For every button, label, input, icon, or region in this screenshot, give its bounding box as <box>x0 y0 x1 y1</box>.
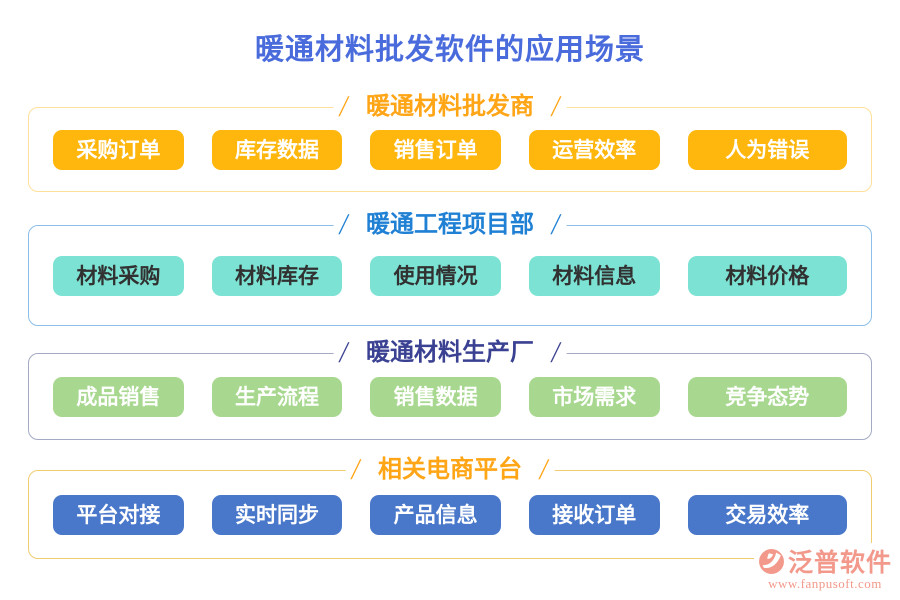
pill-inventory-data[interactable]: 库存数据 <box>211 129 343 170</box>
slash-icon: / <box>337 208 351 241</box>
brand-line: 泛普软件 <box>758 543 892 579</box>
pill-row-ecommerce: 平台对接 实时同步 产品信息 接收订单 交易效率 <box>29 471 871 558</box>
section-factory-header: / 暖通材料生产厂 / <box>333 336 567 369</box>
pill-product-info[interactable]: 产品信息 <box>370 494 501 535</box>
pill-row-project-dept: 材料采购 材料库存 使用情况 材料信息 材料价格 <box>29 226 871 325</box>
slash-icon: / <box>549 90 563 123</box>
section-project-dept: / 暖通工程项目部 / 材料采购 材料库存 使用情况 材料信息 材料价格 <box>28 208 872 326</box>
pill-operation-efficiency[interactable]: 运营效率 <box>528 129 660 170</box>
pill-material-info[interactable]: 材料信息 <box>528 255 660 296</box>
pill-purchase-order[interactable]: 采购订单 <box>53 129 184 170</box>
brand-name: 泛普软件 <box>787 550 892 577</box>
slash-icon: / <box>549 336 563 369</box>
slash-icon: / <box>537 453 551 486</box>
section-ecommerce-header: / 相关电商平台 / <box>345 453 555 486</box>
section-wholesaler-title: 暖通材料批发商 <box>366 94 534 120</box>
pill-row-wholesaler: 采购订单 库存数据 销售订单 运营效率 人为错误 <box>29 108 871 191</box>
pill-sales-order[interactable]: 销售订单 <box>370 129 501 170</box>
website-url: www.fanpusoft.com <box>768 576 882 591</box>
footer-logo: 泛普软件 www.fanpusoft.com <box>753 543 892 592</box>
pill-receive-order[interactable]: 接收订单 <box>528 494 660 535</box>
pill-sales-data[interactable]: 销售数据 <box>370 376 501 417</box>
pill-production-process[interactable]: 生产流程 <box>211 376 343 417</box>
section-project-dept-header: / 暖通工程项目部 / <box>333 208 567 241</box>
section-factory-title: 暖通材料生产厂 <box>366 340 534 366</box>
section-ecommerce-title: 相关电商平台 <box>378 457 522 483</box>
pill-market-demand[interactable]: 市场需求 <box>528 376 660 417</box>
fanpu-logo-icon <box>758 548 785 575</box>
section-project-dept-title: 暖通工程项目部 <box>366 212 534 238</box>
section-wholesaler: / 暖通材料批发商 / 采购订单 库存数据 销售订单 运营效率 人为错误 <box>28 90 872 192</box>
section-factory: / 暖通材料生产厂 / 成品销售 生产流程 销售数据 市场需求 竞争态势 <box>28 336 872 440</box>
pill-human-error[interactable]: 人为错误 <box>687 129 848 170</box>
slash-icon: / <box>337 336 351 369</box>
pill-finished-product-sales[interactable]: 成品销售 <box>53 376 184 417</box>
pill-transaction-efficiency[interactable]: 交易效率 <box>687 494 848 535</box>
pill-platform-connection[interactable]: 平台对接 <box>53 494 184 535</box>
pill-realtime-sync[interactable]: 实时同步 <box>211 494 343 535</box>
pill-usage-status[interactable]: 使用情况 <box>370 255 501 296</box>
slash-icon: / <box>349 453 363 486</box>
pill-material-inventory[interactable]: 材料库存 <box>211 255 343 296</box>
section-ecommerce: / 相关电商平台 / 平台对接 实时同步 产品信息 接收订单 交易效率 <box>28 453 872 559</box>
pill-material-purchase[interactable]: 材料采购 <box>53 255 184 296</box>
page-title: 暖通材料批发软件的应用场景 <box>254 34 645 66</box>
pill-competition-situation[interactable]: 竞争态势 <box>687 376 848 417</box>
section-wholesaler-header: / 暖通材料批发商 / <box>333 90 567 123</box>
slash-icon: / <box>549 208 563 241</box>
pill-material-price[interactable]: 材料价格 <box>687 255 848 296</box>
pill-row-factory: 成品销售 生产流程 销售数据 市场需求 竞争态势 <box>29 354 871 439</box>
slash-icon: / <box>337 90 351 123</box>
